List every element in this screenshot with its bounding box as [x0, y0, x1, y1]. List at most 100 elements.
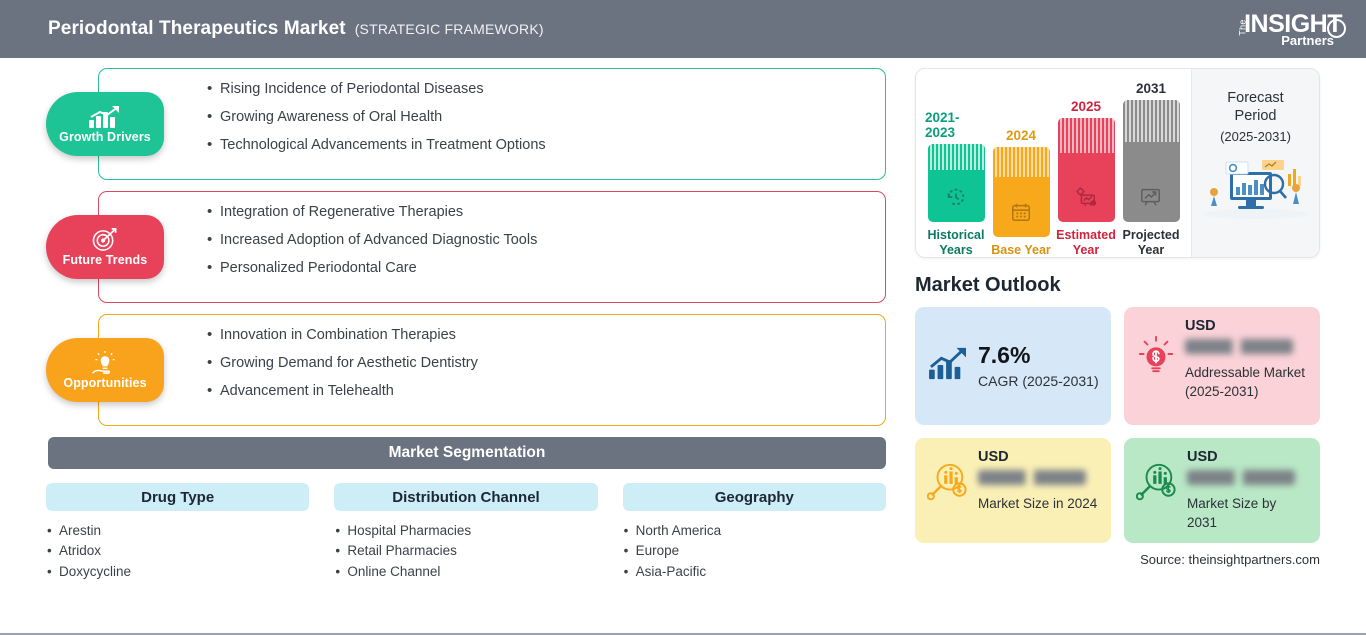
- forecast-gear-icon: [1074, 186, 1098, 213]
- forecast-bars: 2021-2023 Historical Years: [916, 69, 1191, 257]
- list-item: Integration of Regenerative Therapies: [207, 204, 885, 220]
- list-item: Online Channel: [334, 562, 597, 583]
- card-market-size-2031: USD Market Size by 2031: [1124, 438, 1320, 544]
- source-attribution: Source: theinsightpartners.com: [1140, 552, 1320, 568]
- badge-opportunities[interactable]: Opportunities: [46, 338, 164, 402]
- list-item: Advancement in Telehealth: [207, 383, 885, 399]
- masked-value: [1185, 339, 1293, 354]
- list-item: North America: [623, 521, 886, 542]
- framework-panel: Innovation in Combination Therapies Grow…: [98, 314, 886, 426]
- forecast-period-range: (2025-2031): [1220, 129, 1291, 145]
- framework-panel: Rising Incidence of Periodontal Diseases…: [98, 68, 886, 180]
- badge-label: Opportunities: [63, 376, 147, 390]
- logo-partners-text: Partners: [1281, 32, 1334, 48]
- target-dart-icon: [91, 227, 119, 252]
- framework-row-growth-drivers: Rising Incidence of Periodontal Diseases…: [46, 68, 905, 180]
- forecast-period-panel: Forecast Period (2025-2031): [1191, 69, 1319, 257]
- bar-year-label: 2031: [1135, 81, 1167, 97]
- lightbulb-dollar-icon: [1136, 334, 1176, 379]
- card-caption: Market Size by 2031: [1187, 496, 1277, 530]
- masked-value: [978, 470, 1086, 485]
- framework-bullet-list: Rising Incidence of Periodontal Diseases…: [207, 81, 885, 154]
- forecast-timeline-widget: 2021-2023 Historical Years: [915, 68, 1320, 258]
- bar-caption: Estimated Year: [1056, 228, 1116, 257]
- card-caption: Market Size in 2024: [978, 496, 1098, 511]
- forecast-bar-historical: 2021-2023 Historical Years: [925, 110, 987, 257]
- list-item: Increased Adoption of Advanced Diagnosti…: [207, 232, 885, 248]
- header-titles: Periodontal Therapeutics Market (STRATEG…: [48, 18, 544, 40]
- segmentation-list: Hospital Pharmacies Retail Pharmacies On…: [334, 521, 597, 582]
- card-market-size-2024: USD Market Size in 2024: [915, 438, 1111, 544]
- forecast-bar-base: 2024 Base Year: [990, 128, 1052, 257]
- list-item: Arestin: [46, 521, 309, 542]
- list-item: Hospital Pharmacies: [334, 521, 597, 542]
- page-header: Periodontal Therapeutics Market (STRATEG…: [0, 0, 1366, 58]
- list-item: Rising Incidence of Periodontal Diseases: [207, 81, 885, 97]
- bar-shape: [1122, 100, 1180, 223]
- framework-bullet-list: Innovation in Combination Therapies Grow…: [207, 327, 885, 400]
- badge-label: Growth Drivers: [59, 130, 151, 144]
- hand-lightbulb-icon: [88, 350, 122, 375]
- page-subtitle: (STRATEGIC FRAMEWORK): [354, 21, 544, 37]
- forecast-period-line1: Forecast: [1227, 90, 1284, 106]
- logo-the-text: The: [1237, 18, 1248, 36]
- segmentation-column-geography: Geography North America Europe Asia-Paci…: [622, 483, 886, 582]
- market-outlook-cards: 7.6% CAGR (2025-2031): [915, 307, 1320, 544]
- masked-value: [1187, 470, 1295, 485]
- card-addressable-market: USD Addressable Market (2025-2031): [1124, 307, 1320, 425]
- currency-label: USD: [1187, 449, 1218, 465]
- list-item: Europe: [623, 541, 886, 562]
- page-title: Periodontal Therapeutics Market: [48, 18, 346, 39]
- main-content: Rising Incidence of Periodontal Diseases…: [0, 58, 1366, 582]
- bar-caption: Base Year: [991, 242, 1051, 257]
- list-item: Growing Demand for Aesthetic Dentistry: [207, 355, 885, 371]
- badge-label: Future Trends: [62, 253, 148, 267]
- currency-label: USD: [978, 449, 1009, 465]
- bar-year-label: 2024: [1005, 127, 1037, 143]
- logo-ring-icon: [1327, 18, 1346, 38]
- logo-insight-text: INSIGHT: [1244, 9, 1342, 38]
- list-item: Growing Awareness of Oral Health: [207, 109, 885, 125]
- card-cagr: 7.6% CAGR (2025-2031): [915, 307, 1111, 425]
- data-analytics-illustration: [1200, 158, 1312, 225]
- cagr-caption: CAGR (2025-2031): [978, 372, 1099, 389]
- segmentation-column-title: Geography: [622, 483, 886, 511]
- list-item: Retail Pharmacies: [334, 541, 597, 562]
- list-item: Personalized Periodontal Care: [207, 260, 885, 276]
- framework-row-future-trends: Integration of Regenerative Therapies In…: [46, 191, 905, 303]
- currency-label: USD: [1185, 318, 1216, 334]
- cagr-value: 7.6%: [978, 341, 1031, 368]
- right-column: 2021-2023 Historical Years: [905, 68, 1366, 582]
- framework-row-opportunities: Innovation in Combination Therapies Grow…: [46, 314, 905, 426]
- clock-history-icon: [945, 186, 967, 213]
- segmentation-column-drug-type: Drug Type Arestin Atridox Doxycycline: [46, 483, 310, 582]
- framework-panel: Integration of Regenerative Therapies In…: [98, 191, 886, 303]
- bar-caption: Historical Years: [927, 228, 985, 257]
- market-outlook-title: Market Outlook: [915, 274, 1061, 296]
- left-column: Rising Incidence of Periodontal Diseases…: [0, 68, 905, 582]
- list-item: Atridox: [46, 541, 309, 562]
- segmentation-column-distribution-channel: Distribution Channel Hospital Pharmacies…: [334, 483, 598, 582]
- magnifier-chart-dollar-icon: [1135, 461, 1178, 506]
- badge-future-trends[interactable]: Future Trends: [46, 215, 164, 279]
- segmentation-columns: Drug Type Arestin Atridox Doxycycline Di…: [46, 483, 905, 582]
- segmentation-list: North America Europe Asia-Pacific: [623, 521, 886, 582]
- segmentation-column-title: Drug Type: [46, 483, 310, 511]
- list-item: Asia-Pacific: [623, 562, 886, 583]
- market-segmentation-heading: Market Segmentation: [48, 437, 886, 469]
- bar-caption: Projected Year: [1122, 228, 1180, 257]
- presentation-chart-icon: [1139, 186, 1163, 213]
- forecast-period-line2: Period: [1234, 108, 1277, 125]
- bar-chart-growth-icon: [88, 104, 122, 129]
- forecast-bar-projected: 2031 Pr: [1120, 81, 1182, 257]
- badge-growth-drivers[interactable]: Growth Drivers: [46, 92, 164, 156]
- calendar-icon: [1010, 201, 1032, 228]
- bar-year-label: 2025: [1070, 99, 1102, 115]
- magnifier-chart-dollar-icon: [926, 461, 969, 506]
- card-caption: Addressable Market (2025-2031): [1185, 365, 1306, 399]
- insight-partners-logo: The INSIGHT Partners: [1235, 9, 1348, 48]
- list-item: Innovation in Combination Therapies: [207, 327, 885, 343]
- list-item: Technological Advancements in Treatment …: [207, 137, 885, 153]
- bar-shape: [927, 144, 985, 223]
